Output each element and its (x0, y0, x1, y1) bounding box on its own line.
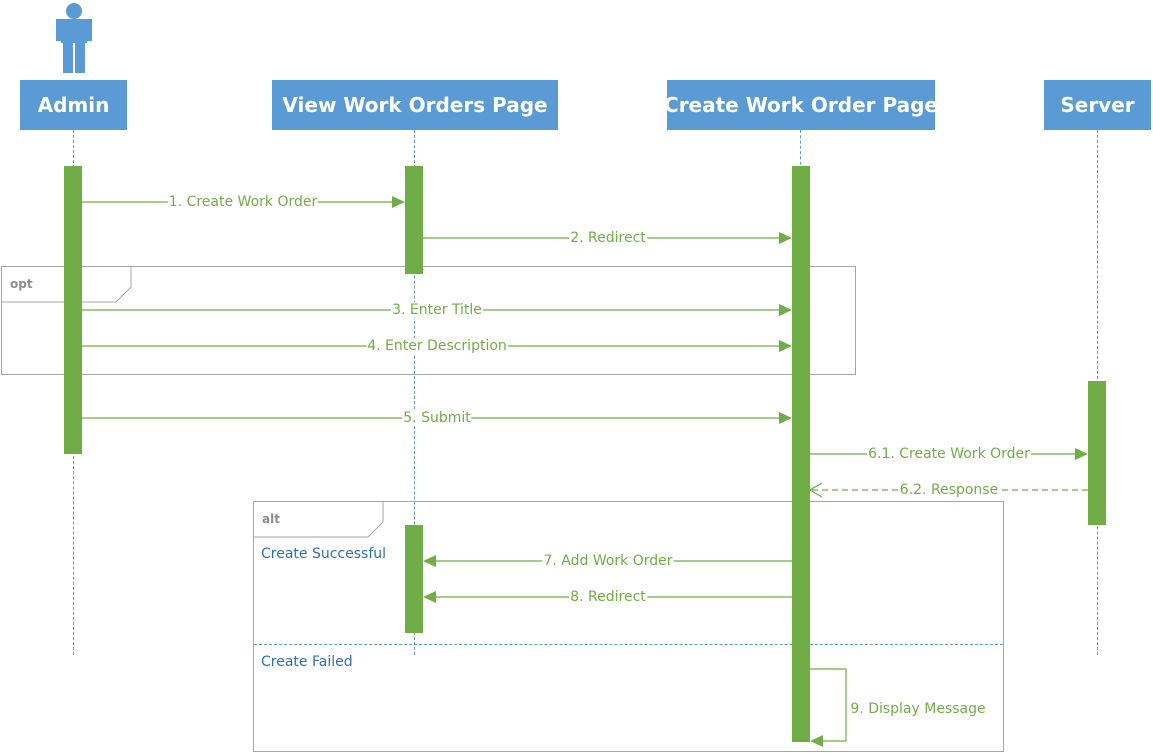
arrowhead-2 (779, 232, 792, 244)
arrowhead-5 (779, 412, 792, 424)
fragment-tag-label: alt (262, 512, 280, 526)
arrowhead-10 (810, 735, 823, 747)
message-label-3: 3. Enter Title (391, 302, 483, 318)
fragment-opt: opt (1, 266, 856, 375)
fragment-alt: alt Create Successful Create Failed (253, 501, 1004, 752)
guard-create-failed: Create Failed (261, 654, 353, 670)
arrowhead-1 (392, 196, 405, 208)
lifeline-create-work-order-page (800, 130, 801, 170)
message-label-4: 4. Enter Description (366, 338, 508, 354)
arrowhead-8 (423, 555, 436, 567)
lifeline-label: Admin (37, 93, 110, 117)
message-label-6-1: 6.1. Create Work Order (867, 446, 1031, 462)
activation-view-1 (405, 166, 423, 274)
message-label-1: 1. Create Work Order (167, 194, 319, 210)
lifeline-header-server: Server (1044, 80, 1151, 130)
alt-separator (254, 644, 1003, 645)
message-line-10 (810, 668, 847, 742)
fragment-tag-outline (2, 267, 132, 303)
arrowhead-7 (808, 482, 823, 498)
lifeline-label: Create Work Order Page (664, 93, 938, 117)
lifeline-view-work-orders-page (414, 130, 415, 655)
fragment-tag: alt (254, 502, 384, 538)
activation-view-2 (405, 525, 423, 633)
lifeline-header-create-work-order-page: Create Work Order Page (664, 80, 938, 130)
message-label-8: 8. Redirect (569, 589, 647, 605)
person-icon (56, 3, 92, 73)
activation-server (1088, 381, 1106, 525)
guard-create-successful: Create Successful (261, 546, 387, 562)
lifeline-header-view-work-orders-page: View Work Orders Page (272, 80, 558, 130)
lifeline-label: View Work Orders Page (282, 93, 548, 117)
message-label-2: 2. Redirect (569, 230, 647, 246)
arrowhead-3 (779, 304, 792, 316)
message-label-6-2: 6.2. Response (898, 482, 1000, 498)
message-label-9: 9. Display Message (849, 701, 987, 717)
arrowhead-9 (423, 591, 436, 603)
arrowhead-4 (779, 340, 792, 352)
lifeline-header-admin: Admin (20, 80, 127, 130)
activation-admin (64, 166, 82, 454)
message-label-7: 7. Add Work Order (542, 553, 674, 569)
fragment-tag-label: opt (10, 277, 33, 291)
message-label-5: 5. Submit (402, 410, 472, 426)
lifeline-label: Server (1060, 93, 1135, 117)
fragment-tag: opt (2, 267, 132, 303)
arrowhead-6 (1075, 448, 1088, 460)
fragment-tag-outline (254, 502, 384, 538)
activation-create (792, 166, 810, 742)
